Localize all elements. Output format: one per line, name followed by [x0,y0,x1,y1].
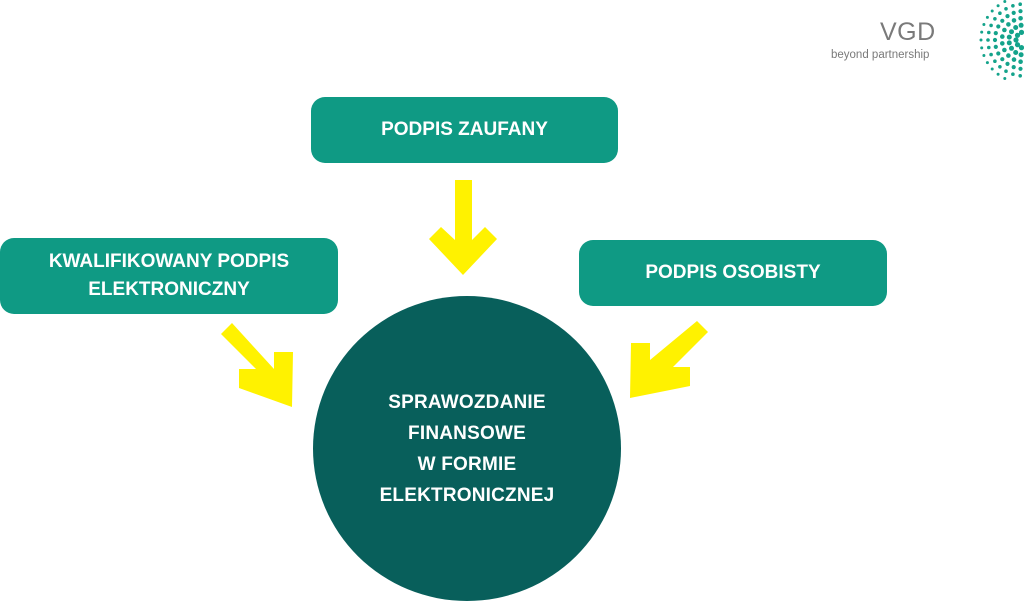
logo-dot [1013,25,1019,30]
logo-dot [1000,34,1005,39]
node-podpis-zaufany-label: PODPIS ZAUFANY [381,119,548,140]
logo-dot [1009,45,1014,51]
logo-dot [1006,53,1011,58]
logo-dot [1011,4,1015,8]
logo-dot [1004,7,1008,11]
logo-dot [982,23,986,26]
logo-dot [996,72,1000,76]
logo-dot [1018,74,1022,78]
logo-dot [1002,27,1007,33]
logo-dot [993,59,997,63]
logo-dot [1014,42,1021,48]
logo-dot [1000,41,1005,46]
logo-dot [990,67,994,71]
logo-dot [1003,77,1007,80]
logo-dot [1011,10,1016,15]
logo-dot [1018,66,1023,71]
logo-dot [1006,40,1012,46]
logo-dot [989,52,993,57]
logo-dot [979,38,983,42]
vgd-logo: VGD beyond partnership [825,0,1024,80]
logo-dot [1013,50,1019,55]
logo-dot [985,15,989,19]
node-podpis-zaufany: PODPIS ZAUFANY [311,97,618,163]
logo-dot [990,9,994,13]
arrow-down-right [221,323,293,407]
logo-dot [1018,45,1024,51]
logo-dot [993,30,998,36]
logo-dot [998,65,1002,69]
logo-dot [1018,9,1023,14]
logo-dot [987,30,991,35]
logo-dot [996,4,1000,8]
logo-dot [993,44,998,50]
node-podpis-osobisty: PODPIS OSOBISTY [579,240,887,306]
logo-dot [1018,22,1024,28]
logo-dot [989,23,993,28]
center-node-sprawozdanie: SPRAWOZDANIE FINANSOWE W FORMIE ELEKTRON… [313,296,621,601]
logo-dots-icon [979,0,1024,80]
center-line-2: FINANSOWE [408,422,526,444]
logo-dot [1000,18,1005,23]
center-line-1: SPRAWOZDANIE [388,391,546,413]
logo-dot [998,11,1002,15]
node-kwalifikowany-podpis: KWALIFIKOWANY PODPIS ELEKTRONICZNY [0,238,338,314]
node-kwalifikowany-line1: KWALIFIKOWANY PODPIS [48,251,290,272]
logo-tagline: beyond partnership [831,49,930,61]
logo-dot [982,54,986,57]
logo-dot [1018,29,1024,35]
logo-dot [980,30,984,34]
logo-dot [1005,14,1010,19]
logo-dot [1011,65,1016,70]
logo-dot [1009,29,1014,35]
logo-dot [1018,2,1022,6]
arrow-down [429,180,497,275]
center-line-3: W FORMIE [417,453,517,475]
logo-dot [1018,15,1023,21]
logo-dot [1004,69,1008,73]
logo-dot [1011,57,1017,62]
logo-dot [1006,22,1011,27]
logo-dot [1014,32,1021,38]
logo-dot [1011,18,1017,23]
logo-dot [996,51,1001,56]
logo-dot [1011,72,1015,76]
center-line-4: ELEKTRONICZNEJ [379,484,555,506]
logo-dot [985,61,989,65]
logo-dot [996,24,1001,29]
arrow-down-left [630,321,708,398]
logo-name: VGD [880,18,936,46]
logo-dot [1006,34,1012,40]
logo-dot [987,45,991,50]
logo-dot [993,17,997,21]
logo-dot [1018,52,1024,58]
logo-dot [1005,61,1010,66]
logo-dot [1003,0,1007,3]
logo-dot [1002,47,1007,53]
logo-dot [992,37,998,43]
logo-dot [980,46,984,50]
logo-dot [1018,59,1023,64]
node-podpis-osobisty-label: PODPIS OSOBISTY [645,262,821,283]
logo-dot [1013,37,1019,43]
node-kwalifikowany-line2: ELEKTRONICZNY [88,279,250,300]
logo-dot [986,38,990,42]
logo-dot [1000,57,1005,62]
